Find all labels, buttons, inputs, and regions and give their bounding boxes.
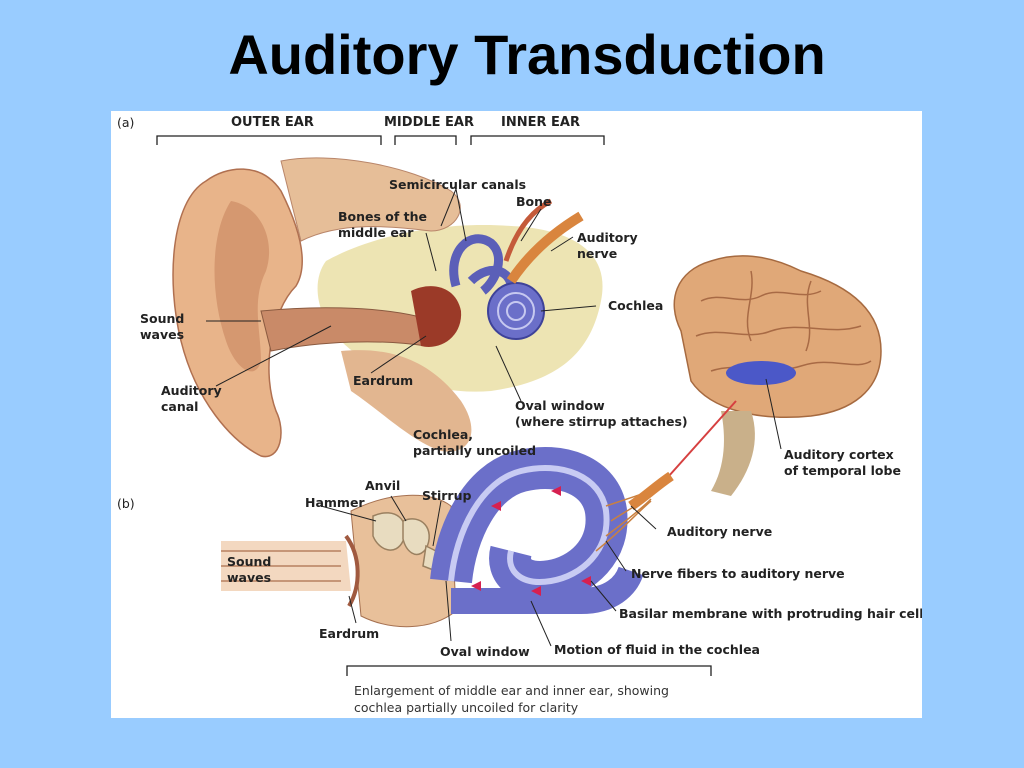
auditory-nerve-a: [506, 211, 584, 284]
brainstem: [711, 411, 755, 496]
middle-ear-cavity: [411, 286, 462, 347]
label-auditory-canal-2: canal: [161, 399, 199, 414]
lower-tissue: [341, 350, 472, 452]
section-brackets: [156, 135, 605, 145]
hammer-bone: [372, 512, 406, 551]
label-auditory-nerve-1: Auditory: [577, 230, 638, 245]
label-auditory-nerve-2: nerve: [577, 246, 618, 261]
label-fluid-motion: Motion of fluid in the cochlea: [554, 642, 760, 657]
label-cochlea-uncoiled-2: partially uncoiled: [413, 443, 537, 458]
label-sound-waves-a-2: waves: [140, 327, 185, 342]
label-auditory-cortex-2: of temporal lobe: [784, 463, 901, 478]
label-auditory-nerve-b: Auditory nerve: [667, 524, 773, 539]
cochlea-lower-duct: [451, 566, 644, 614]
slide-title: Auditory Transduction: [228, 23, 826, 86]
pinna-inner: [214, 201, 270, 372]
label-cochlea: Cochlea: [608, 298, 664, 313]
label-bones-middle-ear-1: Bones of the: [338, 209, 428, 224]
label-auditory-cortex-1: Auditory cortex: [784, 447, 894, 462]
label-bone: Bone: [516, 194, 552, 209]
label-sound-waves-b-1: Sound: [227, 554, 272, 569]
label-eardrum-b: Eardrum: [319, 626, 380, 641]
label-sound-waves-b-2: waves: [227, 570, 272, 585]
label-cochlea-uncoiled-1: Cochlea,: [413, 427, 474, 442]
ear-illustration: [156, 135, 882, 676]
panel-label-b: (b): [117, 496, 135, 511]
panel-label-a: (a): [117, 115, 135, 130]
basilar-membrane: [448, 464, 610, 585]
eardrum-b: [344, 534, 360, 608]
label-sound-waves-a-1: Sound: [140, 311, 185, 326]
label-bones-middle-ear-2: middle ear: [338, 225, 414, 240]
caption-bracket: [346, 665, 712, 676]
label-eardrum-a: Eardrum: [353, 373, 414, 388]
label-oval-window-b: Oval window: [440, 644, 530, 659]
auditory-nerve-b: [628, 471, 674, 511]
inner-ear-header: INNER EAR: [501, 115, 580, 130]
label-anvil: Anvil: [365, 478, 401, 493]
middle-ear-header: MIDDLE EAR: [384, 115, 474, 130]
sound-wave-lines: [221, 550, 341, 582]
auditory-cortex: [726, 361, 796, 385]
fluid-arrows: [471, 486, 591, 596]
label-auditory-canal-1: Auditory: [161, 383, 222, 398]
caption-line-2: cochlea partially uncoiled for clarity: [354, 700, 579, 715]
label-hammer: Hammer: [305, 495, 365, 510]
outer-ear-header: OUTER EAR: [231, 115, 314, 130]
caption-line-1: Enlargement of middle ear and inner ear,…: [354, 683, 669, 698]
cochlea-a: [487, 282, 545, 340]
label-nerve-fibers: Nerve fibers to auditory nerve: [631, 566, 845, 581]
brain: [673, 255, 882, 418]
leader-lines: [206, 188, 782, 647]
label-oval-window-a-1: Oval window: [515, 398, 605, 413]
ear-diagram: (a) OUTER EAR MIDDLE EAR INNER EAR Semic…: [111, 111, 922, 718]
label-basilar-membrane: Basilar membrane with protruding hair ce…: [619, 606, 922, 621]
skin-layer: [280, 157, 461, 242]
label-oval-window-a-2: (where stirrup attaches): [515, 414, 688, 429]
label-stirrup: Stirrup: [422, 488, 472, 503]
label-semicircular-canals: Semicircular canals: [389, 177, 527, 192]
